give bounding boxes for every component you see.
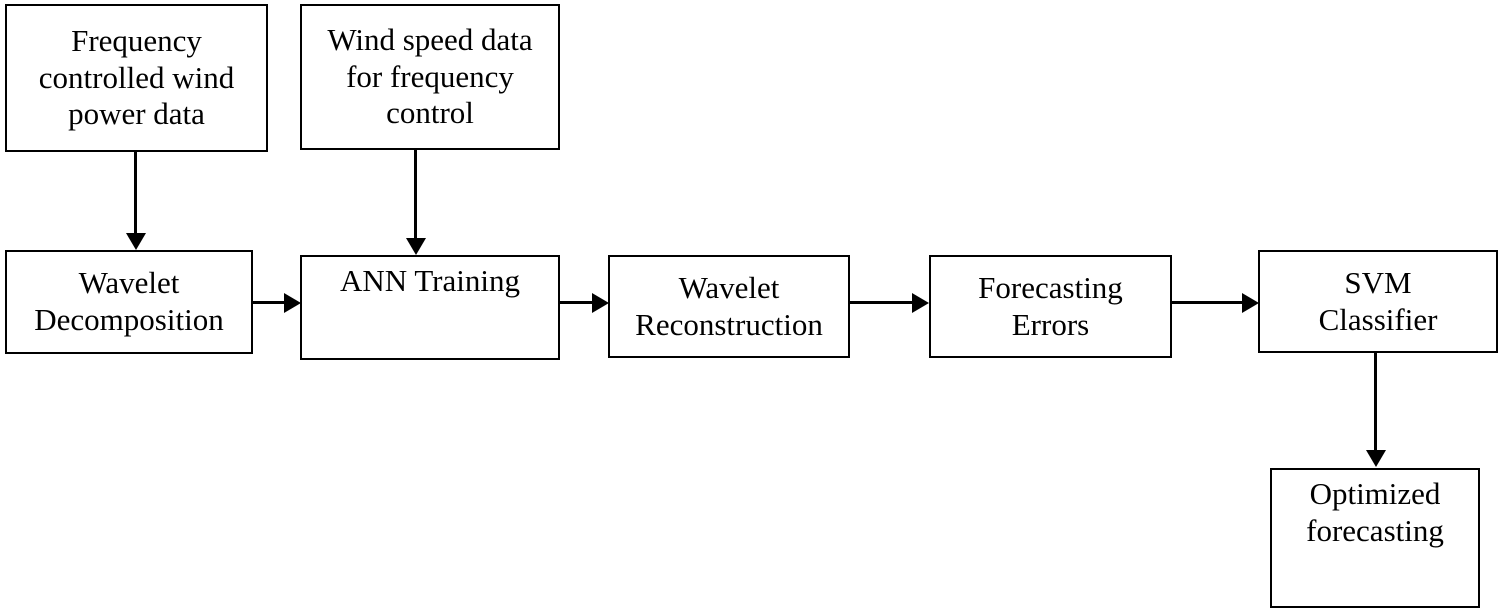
edge-shaft bbox=[850, 301, 914, 304]
node-label: ANN Training bbox=[339, 263, 520, 298]
arrowhead-right-icon bbox=[1242, 293, 1259, 313]
arrowhead-down-icon bbox=[126, 233, 146, 250]
arrowhead-right-icon bbox=[592, 293, 609, 313]
arrowhead-down-icon bbox=[1366, 450, 1386, 467]
edge-shaft bbox=[414, 150, 417, 239]
node-forecasting-errors[interactable]: Forecasting Errors bbox=[929, 255, 1172, 358]
edge-shaft bbox=[134, 152, 137, 234]
node-label: Optimized forecasting bbox=[1306, 476, 1444, 548]
node-svm-classifier[interactable]: SVM Classifier bbox=[1258, 250, 1498, 353]
node-label: Frequency controlled wind power data bbox=[38, 23, 235, 132]
node-label: SVM Classifier bbox=[1318, 264, 1438, 337]
edge-shaft bbox=[1172, 301, 1244, 304]
edge-shaft bbox=[253, 301, 286, 304]
arrowhead-right-icon bbox=[912, 293, 929, 313]
node-wind-speed-data-for-frequency-control[interactable]: Wind speed data for frequency control bbox=[300, 4, 560, 150]
node-ann-training[interactable]: ANN Training bbox=[300, 255, 560, 360]
arrowhead-right-icon bbox=[284, 293, 301, 313]
node-frequency-controlled-wind-power-data[interactable]: Frequency controlled wind power data bbox=[5, 4, 268, 152]
node-label: Wavelet Decomposition bbox=[34, 265, 224, 337]
edge-shaft bbox=[1374, 353, 1377, 451]
node-label: Forecasting Errors bbox=[978, 269, 1123, 342]
node-wavelet-reconstruction[interactable]: Wavelet Reconstruction bbox=[608, 255, 850, 358]
edge-shaft bbox=[560, 301, 594, 304]
node-wavelet-decomposition[interactable]: Wavelet Decomposition bbox=[5, 250, 253, 354]
node-optimized-forecasting[interactable]: Optimized forecasting bbox=[1270, 468, 1480, 608]
arrowhead-down-icon bbox=[406, 238, 426, 255]
node-label: Wind speed data for frequency control bbox=[327, 22, 533, 131]
node-label: Wavelet Reconstruction bbox=[635, 269, 823, 342]
